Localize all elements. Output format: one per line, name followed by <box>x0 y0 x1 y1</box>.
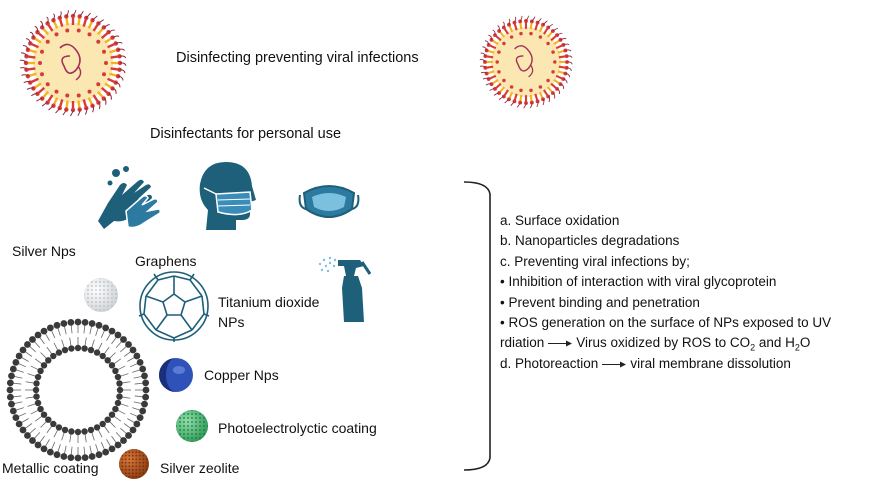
titanium-label-line2: NPs <box>218 314 245 330</box>
virus-icon <box>18 8 128 118</box>
arrow-icon <box>548 340 573 347</box>
mechanism-d: d. Photoreaction viral membrane dissoluti… <box>500 354 831 374</box>
mechanism-list: a. Surface oxidation b. Nanoparticles de… <box>500 211 831 374</box>
d-text: viral membrane dissolution <box>630 355 791 371</box>
silver-nps-label: Silver Nps <box>12 243 76 259</box>
photo-coating-label: Photoelectrolyctic coating <box>218 420 377 436</box>
ros-prefix: rdiation <box>500 335 545 351</box>
spray-bottle-icon <box>316 254 374 326</box>
ros-text: Virus oxidized by ROS to CO <box>576 335 751 351</box>
bullet-ros: • ROS generation on the surface of NPs e… <box>500 315 832 331</box>
hand-washing-icon <box>98 163 166 231</box>
metallic-coating-label: Metallic coating <box>2 460 99 476</box>
ros-sub2: 2 <box>794 343 800 354</box>
mechanism-b: b. Nanoparticles degradations <box>500 233 680 249</box>
bracket <box>462 180 498 472</box>
copper-np-icon <box>157 356 195 394</box>
copper-nps-label: Copper Nps <box>204 367 279 383</box>
virus-icon <box>478 14 574 110</box>
face-mask-head-icon <box>196 160 258 232</box>
section-title: Disinfectants for personal use <box>150 126 342 142</box>
mechanism-c: c. Preventing viral infections by; <box>500 253 690 269</box>
ros-and: and H <box>755 335 795 351</box>
bullet-binding: • Prevent binding and penetration <box>500 294 700 310</box>
d-prefix: d. Photoreaction <box>500 355 599 371</box>
titanium-label-line1: Titanium dioxide <box>218 294 320 310</box>
bullet-glycoprotein: • Inhibition of interaction with viral g… <box>500 274 777 290</box>
silver-zeolite-icon <box>117 447 151 481</box>
photo-coating-icon <box>174 408 210 444</box>
lipid-bilayer-icon <box>6 318 150 462</box>
mechanism-a: a. Surface oxidation <box>500 213 620 228</box>
ros-end: O <box>799 335 811 351</box>
arrow-icon <box>602 361 627 368</box>
silver-np-icon <box>82 276 120 314</box>
silver-zeolite-label: Silver zeolite <box>160 460 240 476</box>
n95-mask-icon <box>298 179 360 223</box>
top-title: Disinfecting preventing viral infections <box>176 50 419 66</box>
fullerene-icon <box>136 268 212 344</box>
graphens-label: Graphens <box>135 253 197 269</box>
ros-sub1: 2 <box>750 343 756 354</box>
